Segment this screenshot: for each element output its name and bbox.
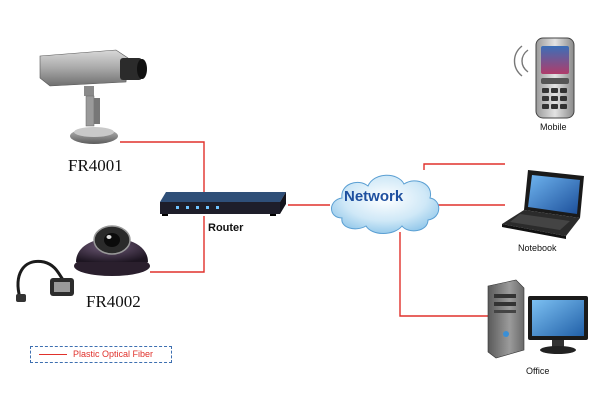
mobile-phone-icon (535, 37, 575, 119)
office-label: Office (526, 366, 550, 376)
laptop-icon (502, 170, 584, 239)
legend: Plastic Optical Fiber (30, 346, 172, 363)
link-fr4001-router (120, 141, 205, 196)
notebook-label: Notebook (518, 243, 557, 253)
desktop-pc-icon (487, 279, 588, 359)
network-label: Network (344, 188, 404, 205)
mobile-label: Mobile (540, 122, 567, 132)
fr4001-label: FR4001 (68, 156, 123, 175)
box-camera-icon (39, 49, 147, 144)
cloud-icon (331, 174, 440, 234)
router-label: Router (208, 222, 244, 234)
legend-fiber-swatch (39, 354, 67, 355)
legend-label: Plastic Optical Fiber (73, 349, 154, 359)
signal-waves-icon (513, 45, 529, 77)
router-icon (160, 192, 286, 216)
link-network-office (399, 232, 490, 317)
fr4002-label: FR4002 (86, 292, 141, 311)
link-fr4002-router (150, 216, 205, 273)
dome-camera-icon (16, 225, 150, 302)
link-network-mobile (423, 163, 505, 170)
